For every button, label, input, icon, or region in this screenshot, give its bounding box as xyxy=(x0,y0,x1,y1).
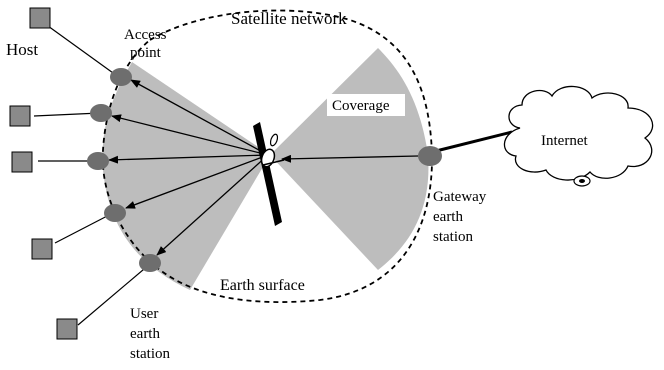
host-link-1 xyxy=(47,25,121,79)
access-point-label-line1: Access xyxy=(124,27,167,43)
user-station-2 xyxy=(90,104,112,122)
downlink-arrow-5 xyxy=(156,154,269,256)
host-link-4 xyxy=(54,212,114,244)
host-link-5 xyxy=(77,263,151,326)
gateway-earth-station xyxy=(418,146,442,166)
user-station-label-line1: User xyxy=(130,306,158,322)
user-station-4 xyxy=(104,204,126,222)
gateway-label-line3: station xyxy=(433,229,473,245)
host-box-5 xyxy=(56,318,78,340)
gateway-label-line1: Gateway xyxy=(433,189,487,205)
host-link-2 xyxy=(33,112,101,117)
gateway-label-line2: earth xyxy=(433,209,463,225)
user-station-label-line3: station xyxy=(130,346,170,362)
satellite-network-label: Satellite network xyxy=(231,9,347,28)
downlink-arrow-3 xyxy=(108,154,269,164)
user-station-label-line2: earth xyxy=(130,326,160,342)
uplink-arrow xyxy=(281,154,419,163)
host-box-2 xyxy=(9,105,31,127)
earth-surface-label: Earth surface xyxy=(220,277,305,294)
coverage-area-left xyxy=(102,62,270,290)
access-point-label-line2: point xyxy=(130,45,162,61)
coverage-label: Coverage xyxy=(332,98,390,114)
gateway-internet-link xyxy=(431,130,513,154)
host-box-4 xyxy=(31,238,53,260)
host-label: Host xyxy=(6,40,38,59)
user-earth-station xyxy=(139,254,161,272)
access-point-station xyxy=(110,68,132,86)
downlink-arrow-1 xyxy=(130,79,269,156)
host-box-1 xyxy=(29,7,51,29)
user-station-3 xyxy=(87,152,109,170)
satellite-icon xyxy=(253,122,285,226)
internet-cloud-icon xyxy=(503,85,654,187)
coverage-label-background xyxy=(327,94,405,116)
downlink-arrow-4 xyxy=(125,154,269,209)
host-box-3 xyxy=(11,151,33,173)
internet-label: Internet xyxy=(541,133,588,149)
downlink-arrow-2 xyxy=(111,114,269,156)
